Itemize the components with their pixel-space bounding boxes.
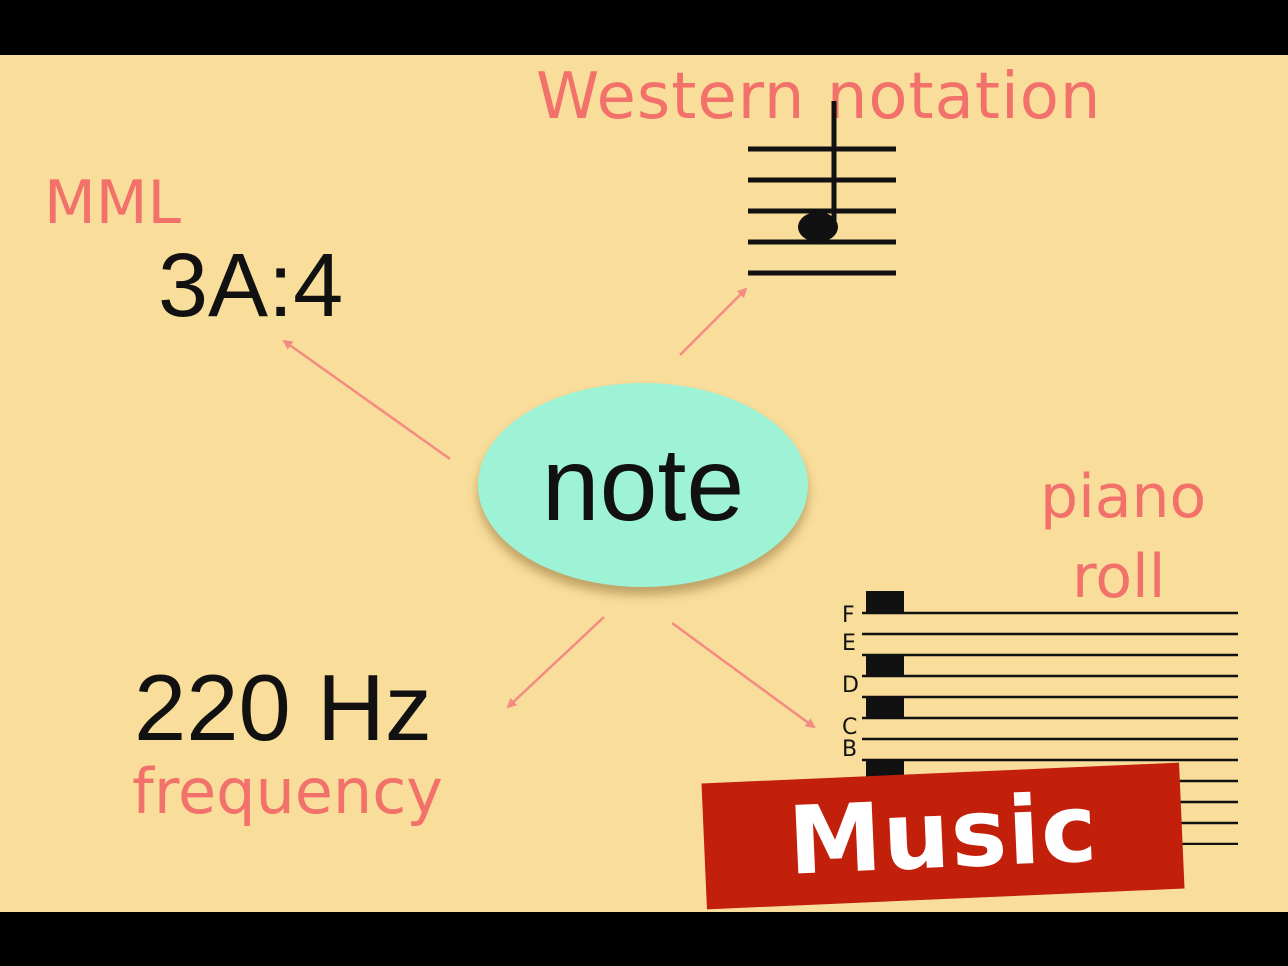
piano-roll-label-line2: roll <box>1072 542 1166 612</box>
letterbox-top <box>0 0 1288 55</box>
diagram-canvas: Western notation MML 3A:4 piano roll not… <box>0 55 1288 912</box>
piano-roll-label-line1: piano <box>1040 462 1207 532</box>
staff-lines <box>748 146 896 276</box>
piano-key-b: B <box>842 737 858 762</box>
arrow-to-frequency <box>506 616 605 709</box>
note-ellipse <box>478 383 808 587</box>
letterbox-bottom <box>0 912 1288 966</box>
arrow-to-mml <box>282 339 451 461</box>
music-banner: Music <box>701 762 1185 910</box>
piano-black-keys <box>866 591 904 783</box>
mml-label: MML <box>44 168 181 238</box>
piano-key-d: D <box>842 673 859 698</box>
mml-value: 3A:4 <box>158 236 344 336</box>
arrow-to-piano-roll <box>671 621 816 729</box>
arrows-layer <box>282 287 816 729</box>
staff-notation <box>748 101 896 276</box>
piano-key-f: F <box>842 603 855 628</box>
piano-key-c: C <box>842 715 858 740</box>
center-note-label: note <box>541 427 745 543</box>
note-head <box>798 212 838 242</box>
western-notation-label: Western notation <box>536 60 1102 134</box>
frequency-value: 220 Hz <box>134 655 432 760</box>
arrow-to-western-notation <box>679 287 748 356</box>
piano-key-e: E <box>842 631 856 656</box>
music-banner-text: Music <box>786 774 1100 897</box>
frequency-label: frequency <box>132 755 443 828</box>
